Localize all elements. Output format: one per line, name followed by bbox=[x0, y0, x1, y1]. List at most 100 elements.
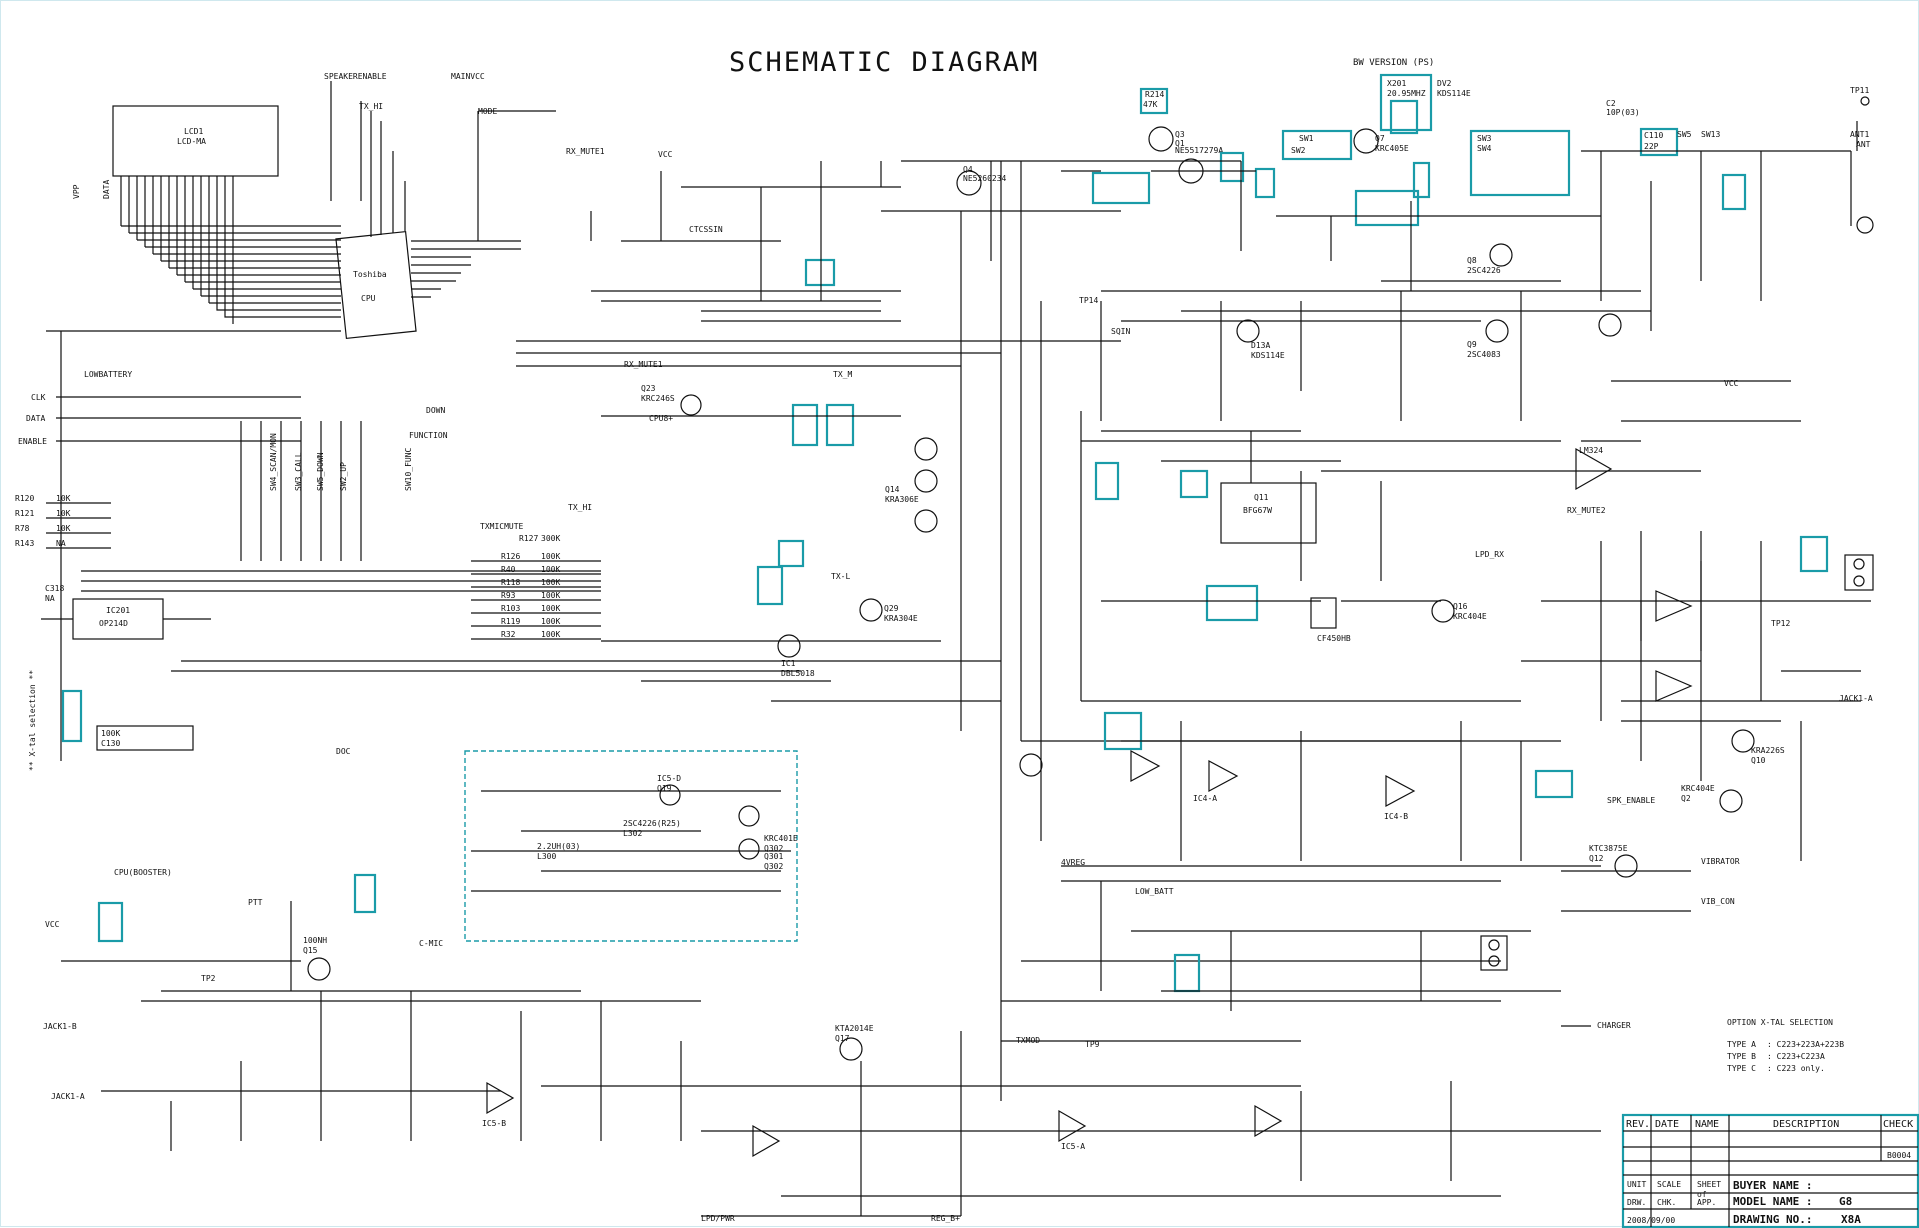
tb-rev: REV. bbox=[1626, 1119, 1650, 1130]
q23-transistor: Q23 KRC246S bbox=[641, 384, 702, 416]
svg-text:KRC404E: KRC404E bbox=[1453, 612, 1487, 621]
svg-text:10K: 10K bbox=[56, 494, 71, 503]
hl-c-ant bbox=[1721, 173, 1747, 211]
ic1-chip: Q11 BFG67W bbox=[1220, 482, 1317, 544]
svg-text:SCALE: SCALE bbox=[1657, 1180, 1681, 1189]
svg-text:IC5-B: IC5-B bbox=[482, 1119, 506, 1128]
svg-text:2SC4083: 2SC4083 bbox=[1467, 350, 1501, 359]
hl-c304 bbox=[804, 258, 836, 287]
hl-r10 bbox=[97, 901, 124, 943]
svg-text:L302: L302 bbox=[623, 829, 642, 838]
tb-date-value: 2008/09/00 bbox=[1627, 1216, 1675, 1225]
svg-text:R103: R103 bbox=[501, 604, 520, 613]
svg-text:TYPE A: TYPE A bbox=[1727, 1040, 1756, 1049]
hl-c21 bbox=[1254, 167, 1276, 199]
tb-date: DATE bbox=[1655, 1119, 1679, 1130]
svg-text:OPTION X-TAL SELECTION: OPTION X-TAL SELECTION bbox=[1727, 1018, 1833, 1027]
booster-parts: IC5-D Q19 KRC401E Q302 Q301 Q302 2SC4226… bbox=[471, 774, 798, 892]
net-speakerenable: SPEAKERENABLE bbox=[324, 72, 387, 81]
svg-text:R121: R121 bbox=[15, 509, 34, 518]
title-block: REV. DATE NAME DESCRIPTION CHECK B0004 U… bbox=[1621, 1113, 1919, 1228]
svg-text:R119: R119 bbox=[501, 617, 520, 626]
q12-transistor: KRA226S Q10 bbox=[1731, 729, 1785, 765]
svg-text:Q302: Q302 bbox=[764, 844, 783, 853]
svg-text:100K: 100K bbox=[101, 729, 120, 738]
svg-text:DRW.: DRW. bbox=[1627, 1198, 1646, 1207]
svg-text:LM324: LM324 bbox=[1579, 446, 1603, 455]
svg-text:100K: 100K bbox=[541, 565, 560, 574]
svg-text:Q2: Q2 bbox=[1681, 794, 1691, 803]
net-tx-hi: TX_HI bbox=[359, 102, 383, 111]
hl-l17 bbox=[1469, 129, 1571, 197]
svg-text:SW1: SW1 bbox=[1299, 134, 1314, 143]
net-txmicmute: TXMICMUTE bbox=[480, 522, 524, 531]
svg-text:TYPE B: TYPE B bbox=[1727, 1052, 1756, 1061]
net-rx-mute1: RX_MUTE1 bbox=[566, 147, 605, 156]
hl-c2 bbox=[1639, 127, 1679, 157]
svg-text:R118: R118 bbox=[501, 578, 520, 587]
net-ptt: PTT bbox=[248, 898, 263, 907]
net-c-mic: JACK1-B bbox=[43, 1022, 77, 1031]
svg-text:KRC401E: KRC401E bbox=[764, 834, 798, 843]
svg-text:100K: 100K bbox=[541, 604, 560, 613]
tb-check-code: B0004 bbox=[1887, 1151, 1911, 1160]
svg-text:47K: 47K bbox=[1143, 100, 1158, 109]
ic201-opamp: IC201 OP214D bbox=[41, 598, 211, 640]
svg-text:KRC246S: KRC246S bbox=[641, 394, 675, 403]
svg-text:SW5_DOWN: SW5_DOWN bbox=[316, 452, 325, 491]
svg-text:: C223+C223A: : C223+C223A bbox=[1767, 1052, 1825, 1061]
hl-rv1 bbox=[1094, 461, 1120, 501]
net-function: FUNCTION bbox=[409, 431, 448, 440]
svg-text:SW2: SW2 bbox=[1291, 146, 1306, 155]
svg-text:Q1: Q1 bbox=[1175, 139, 1185, 148]
left-connectors: CLK DATA ENABLE LOWBATTERY bbox=[18, 330, 341, 761]
svg-text:100K: 100K bbox=[541, 552, 560, 561]
net-cpu-booster: CPU(BOOSTER) bbox=[114, 868, 172, 877]
cpu-right-bus bbox=[330, 81, 556, 298]
q14-transistor: Q29 KRA304E bbox=[859, 598, 918, 623]
svg-text:C110: C110 bbox=[1644, 131, 1663, 140]
svg-text:R127: R127 bbox=[519, 534, 538, 543]
svg-text:CF450HB: CF450HB bbox=[1317, 634, 1351, 643]
svg-text:SW10_FUNC: SW10_FUNC bbox=[404, 447, 413, 491]
svg-text:: C223+223A+223B: : C223+223A+223B bbox=[1767, 1040, 1844, 1049]
lcd-bus bbox=[120, 176, 341, 324]
hl-c155 bbox=[1379, 73, 1433, 132]
lcd-module: LCD1 LCD-MA bbox=[112, 105, 279, 177]
svg-text:Q29: Q29 bbox=[884, 604, 899, 613]
net-lpd-rx: LPD_RX bbox=[1475, 550, 1504, 559]
net-charger: CHARGER bbox=[1597, 1021, 1631, 1030]
hl-c-booster bbox=[353, 873, 377, 914]
svg-text:KDS114E: KDS114E bbox=[1437, 89, 1471, 98]
net-ant1: ANT1 bbox=[1850, 130, 1869, 139]
svg-text:R78: R78 bbox=[15, 524, 30, 533]
svg-text:APP.: APP. bbox=[1697, 1198, 1716, 1207]
svg-text:NA: NA bbox=[56, 539, 66, 548]
net-tx-l: TX-L bbox=[831, 572, 850, 581]
svg-text:2SC4226(R25): 2SC4226(R25) bbox=[623, 819, 681, 828]
speaker-connector bbox=[1844, 554, 1874, 591]
svg-text:KTC3875E: KTC3875E bbox=[1589, 844, 1628, 853]
svg-text:R40: R40 bbox=[501, 565, 516, 574]
svg-text:LOWBATTERY: LOWBATTERY bbox=[84, 370, 132, 379]
c318-label: C318 bbox=[45, 584, 64, 593]
hl-r-audio bbox=[1799, 535, 1829, 573]
option-xtal-selection: OPTION X-TAL SELECTION TYPE A : C223+223… bbox=[1727, 1018, 1844, 1073]
svg-text:NE5260234: NE5260234 bbox=[963, 174, 1007, 183]
hl-r24 bbox=[1354, 189, 1420, 227]
svg-text:UNIT: UNIT bbox=[1627, 1180, 1646, 1189]
ic1-wiring bbox=[1021, 411, 1701, 742]
tb-check: CHECK bbox=[1883, 1119, 1913, 1130]
svg-text:100K: 100K bbox=[541, 630, 560, 639]
svg-text:Q301: Q301 bbox=[764, 852, 783, 861]
svg-text:Q9: Q9 bbox=[1467, 340, 1477, 349]
lm324-middle: IC4-A IC4-B bbox=[1130, 749, 1416, 821]
net-tp12: TP12 bbox=[1771, 619, 1790, 628]
hl-r114 bbox=[1103, 711, 1143, 751]
svg-text:100K: 100K bbox=[541, 617, 560, 626]
svg-text:SW5: SW5 bbox=[1677, 130, 1692, 139]
hl-c-q1 bbox=[1412, 161, 1431, 199]
ic5-opamps: IC5-B IC5-A bbox=[482, 1081, 1283, 1158]
